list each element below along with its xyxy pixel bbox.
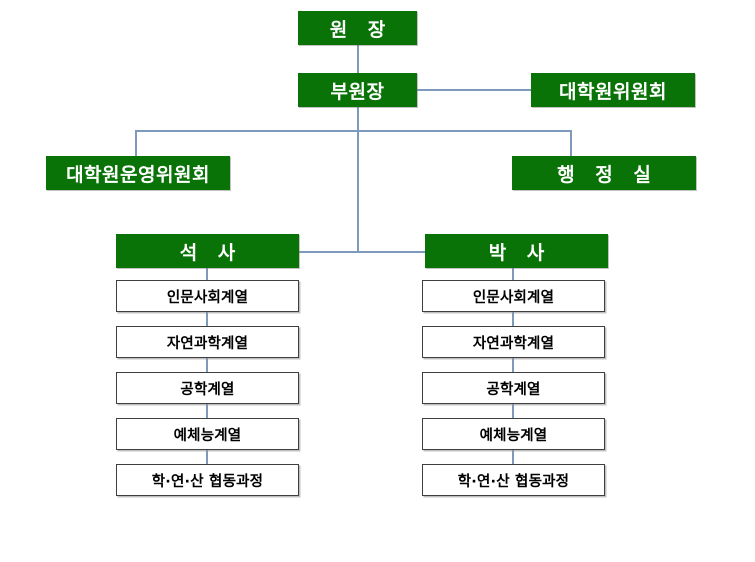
node-operating-committee[interactable]: 대학원운영위원회 bbox=[46, 156, 230, 190]
connector-to-operating-committee bbox=[135, 130, 137, 156]
masters-program-box[interactable]: 학·연·산 협동과정 bbox=[116, 464, 299, 496]
connector-masters-program-2-3 bbox=[206, 358, 208, 372]
node-director[interactable]: 원 장 bbox=[298, 11, 417, 45]
node-doctorate[interactable]: 박 사 bbox=[425, 234, 608, 268]
connector-doctorate-program-4-5 bbox=[512, 450, 514, 464]
doctorate-program-box[interactable]: 학·연·산 협동과정 bbox=[422, 464, 605, 496]
connector-doctorate-program-2-3 bbox=[512, 358, 514, 372]
doctorate-program-box[interactable]: 자연과학계열 bbox=[422, 326, 605, 358]
doctorate-program-box[interactable]: 예체능계열 bbox=[422, 418, 605, 450]
doctorate-program-box[interactable]: 인문사회계열 bbox=[422, 280, 605, 312]
connector-doctorate-program-1-2 bbox=[512, 312, 514, 326]
node-vice-director[interactable]: 부원장 bbox=[298, 73, 417, 107]
node-masters[interactable]: 석 사 bbox=[116, 234, 299, 268]
connector-vice-to-graduate-committee bbox=[417, 89, 532, 91]
node-graduate-committee[interactable]: 대학원위원회 bbox=[531, 73, 695, 107]
connector-masters-doctorate-bus bbox=[298, 251, 426, 253]
connector-masters-program-1-2 bbox=[206, 312, 208, 326]
masters-program-box[interactable]: 예체능계열 bbox=[116, 418, 299, 450]
connector-director-to-vice bbox=[357, 45, 359, 74]
connector-doctorate-to-program-1 bbox=[512, 268, 514, 280]
connector-masters-program-3-4 bbox=[206, 404, 208, 418]
connector-center-down bbox=[357, 130, 359, 252]
connector-masters-to-program-1 bbox=[206, 268, 208, 280]
connector-to-admin-office bbox=[570, 130, 572, 156]
connector-masters-program-4-5 bbox=[206, 450, 208, 464]
doctorate-program-box[interactable]: 공학계열 bbox=[422, 372, 605, 404]
connector-doctorate-program-3-4 bbox=[512, 404, 514, 418]
node-admin-office[interactable]: 행 정 실 bbox=[512, 156, 696, 190]
connector-vice-down bbox=[357, 107, 359, 131]
connector-branch-bus bbox=[135, 130, 571, 132]
masters-program-box[interactable]: 자연과학계열 bbox=[116, 326, 299, 358]
masters-program-box[interactable]: 인문사회계열 bbox=[116, 280, 299, 312]
masters-program-box[interactable]: 공학계열 bbox=[116, 372, 299, 404]
